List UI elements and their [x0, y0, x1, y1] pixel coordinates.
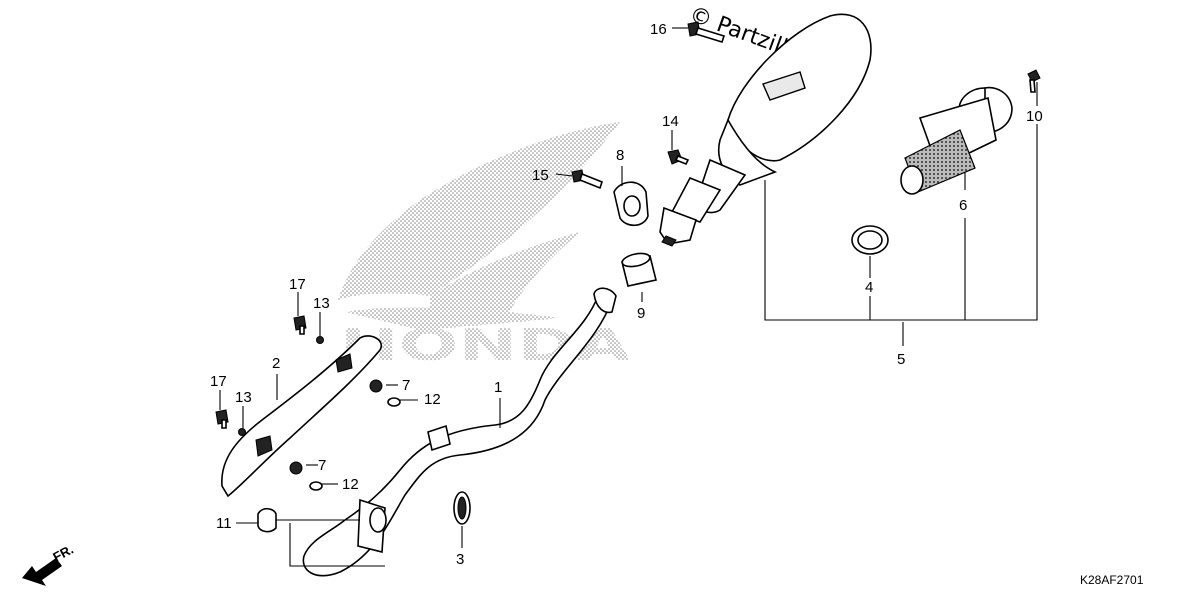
callout-10: 10: [1026, 108, 1043, 125]
callout-4: 4: [865, 279, 873, 296]
muffler-part-5: [659, 13, 872, 247]
bolt-part-15: [571, 169, 603, 190]
washer-part-12-upper: [387, 397, 401, 407]
exhaust-pipe-part-1: [302, 287, 617, 577]
callout-labels: 1 2 3 4 5 6 7 7 8 9 10 11 12 12 13 13 14…: [210, 21, 1043, 568]
leader-lines: [219, 27, 1038, 567]
bolt-part-16: [687, 21, 726, 43]
callout-7-upper: 7: [402, 377, 410, 394]
collar-part-7-upper: [369, 379, 383, 393]
bolt-part-10: [1027, 69, 1041, 93]
washer-part-13-upper: [316, 336, 324, 344]
heat-guard-part-2: [221, 335, 383, 498]
callout-12-upper: 12: [424, 391, 441, 408]
inner-pipe-part-6: [900, 86, 1013, 195]
callout-2: 2: [272, 355, 280, 372]
washer-part-12-lower: [309, 481, 323, 491]
callout-15: 15: [532, 167, 549, 184]
front-direction-arrow: FR.: [22, 542, 76, 586]
callout-1: 1: [494, 379, 502, 396]
bolt-part-17-lower: [215, 409, 229, 429]
callout-14: 14: [662, 113, 679, 130]
collar-part-7-lower: [289, 461, 303, 475]
sleeve-part-9: [621, 252, 657, 287]
clamp-part-8: [613, 181, 649, 227]
callout-6: 6: [959, 197, 967, 214]
callout-17-upper: 17: [289, 276, 306, 293]
callout-9: 9: [637, 305, 645, 322]
callout-7-lower: 7: [318, 457, 326, 474]
washer-part-13-lower: [238, 428, 246, 436]
callout-8: 8: [616, 147, 624, 164]
cap-nut-part-11: [257, 507, 277, 533]
callout-5: 5: [897, 351, 905, 368]
callout-13-upper: 13: [313, 295, 330, 312]
callout-13-lower: 13: [235, 389, 252, 406]
callout-16: 16: [650, 21, 667, 38]
gasket-part-3: [453, 491, 471, 525]
callout-12-lower: 12: [342, 476, 359, 493]
gasket-part-4: [851, 225, 889, 255]
callout-3: 3: [456, 551, 464, 568]
bolt-part-14: [667, 149, 690, 166]
bolt-part-17-upper: [293, 315, 307, 335]
diagram-code: K28AF2701: [1080, 573, 1144, 587]
callout-11: 11: [216, 515, 232, 532]
callout-17-lower: 17: [210, 373, 227, 390]
